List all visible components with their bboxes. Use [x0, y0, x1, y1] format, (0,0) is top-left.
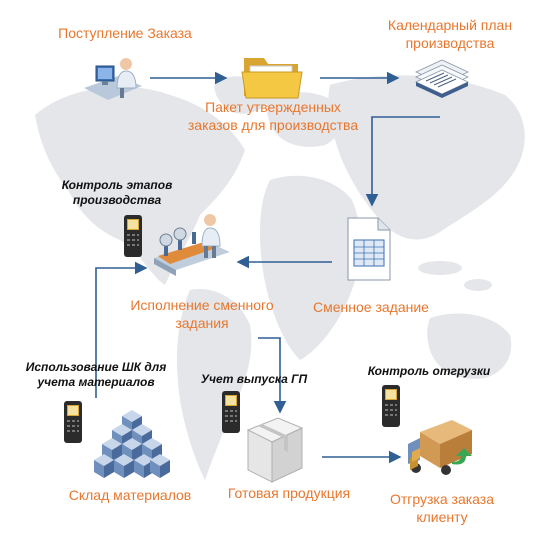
label-order-intake: Поступление Заказа: [58, 25, 192, 41]
caption-barcode-materials: Использование ШК для учета материалов: [25, 360, 167, 389]
spreadsheet-document-icon: [347, 217, 391, 281]
label-calendar-plan: Календарный план производства: [387, 17, 513, 51]
label-shift-execution: Исполнение сменного задания: [130, 297, 274, 331]
caption-shipment-control: Контроль отгрузки: [367, 364, 491, 378]
boxes-pile-icon: [94, 410, 170, 478]
operator-at-computer-icon: [84, 58, 142, 100]
documents-stack-icon: [415, 59, 469, 98]
caption-stage-control: Контроль этапов производства: [61, 178, 173, 207]
caption-fg-output: Учет выпуска ГП: [200, 372, 308, 386]
handheld-scanner-icon: [382, 385, 400, 427]
package-box-icon: [246, 417, 304, 483]
folder-icon: [241, 58, 303, 99]
flow-connectors: [95, 71, 440, 464]
label-shift-task: Сменное задание: [313, 299, 429, 315]
handheld-scanner-icon: [124, 215, 142, 257]
handheld-scanner-icon: [64, 401, 82, 443]
label-finished-goods: Готовая продукция: [227, 485, 351, 501]
label-approved-package: Пакет утвержденных заказов для производс…: [187, 99, 359, 133]
label-materials-warehouse: Склад материалов: [68, 487, 192, 503]
assembly-line-worker-icon: [154, 214, 230, 276]
handheld-scanner-icon: [222, 391, 240, 433]
delivery-truck-icon: [408, 420, 472, 475]
label-client-shipment: Отгрузка заказа клиенту: [389, 491, 495, 525]
